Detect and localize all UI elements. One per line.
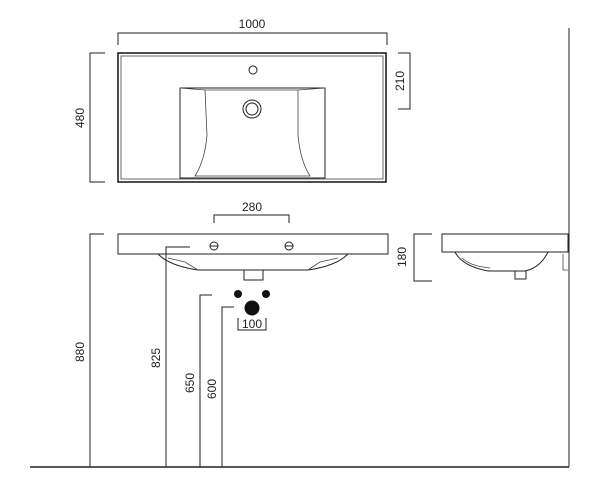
bracket-hole-right [284, 241, 294, 251]
label-waste-height: 650 [183, 373, 197, 393]
dimension-overflow-height: 825 [149, 246, 190, 467]
dimension-supply-spacing: 100 [237, 317, 267, 331]
supply-pipe-right [262, 290, 270, 298]
dimension-supply-height: 600 [205, 306, 234, 467]
dimension-bracket-spacing: 280 [213, 200, 290, 223]
basin-side-bowl [454, 251, 549, 272]
label-supply-spacing: 100 [242, 317, 262, 331]
dimension-depth: 480 [73, 52, 105, 183]
basin-side-outline [441, 233, 569, 253]
drain-outer [242, 99, 262, 119]
dimension-waste-height: 650 [183, 294, 212, 467]
basin-top-outline [117, 52, 387, 183]
dimension-width: 1000 [117, 17, 388, 45]
dimension-tap-offset: 210 [393, 52, 411, 110]
label-supply-height: 600 [205, 379, 219, 399]
basin-front-outline [117, 233, 389, 255]
supply-pipe-left [234, 290, 242, 298]
tap-hole [248, 65, 258, 75]
side-view [441, 233, 569, 280]
bracket-hole-left [209, 241, 219, 251]
bowl-inner [194, 89, 311, 177]
basin-top-rim [120, 55, 384, 180]
label-width: 1000 [239, 17, 266, 31]
waste-spigot [243, 269, 264, 281]
drain-inner [245, 102, 259, 116]
label-basin-height: 180 [395, 247, 409, 267]
label-installation-height: 880 [73, 342, 87, 362]
dimension-installation-height: 880 [73, 233, 104, 467]
dimension-basin-height: 180 [395, 233, 432, 282]
waste-pipe [244, 300, 260, 316]
pipes [234, 290, 270, 316]
front-view [117, 233, 389, 281]
label-bracket-spacing: 280 [242, 200, 262, 214]
bowl-outline [179, 87, 326, 179]
top-view [117, 52, 387, 183]
label-overflow-height: 825 [149, 348, 163, 368]
side-waste-spigot [514, 270, 527, 280]
label-tap-offset: 210 [393, 71, 407, 91]
label-depth: 480 [73, 108, 87, 128]
